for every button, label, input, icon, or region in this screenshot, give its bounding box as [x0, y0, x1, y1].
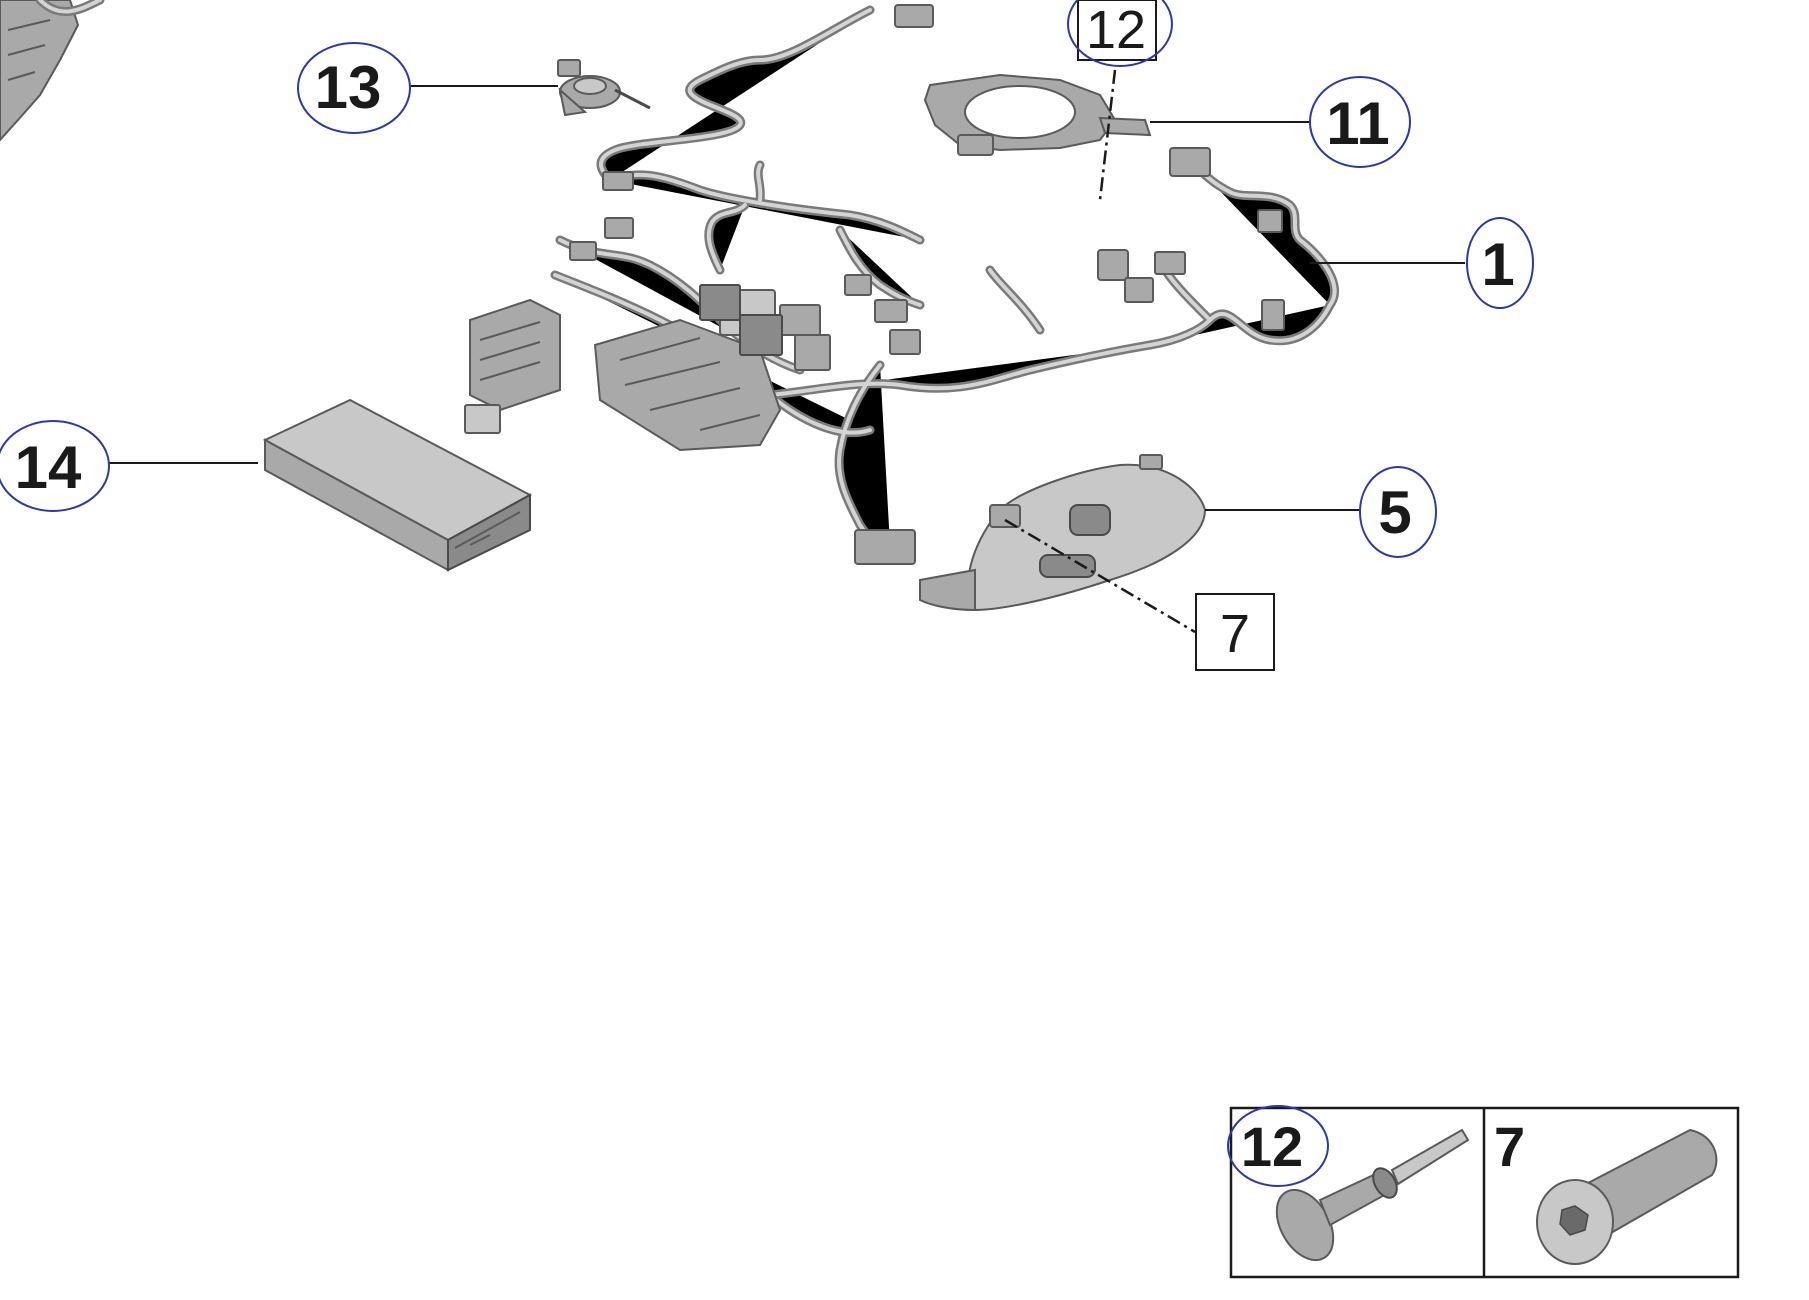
callout-oval: [1067, 0, 1173, 67]
detail-cell-7[interactable]: 7: [1494, 1115, 1718, 1265]
callout-14[interactable]: 14: [0, 420, 110, 512]
callout-oval: [1227, 1105, 1329, 1187]
callout-5[interactable]: 5: [1359, 466, 1437, 558]
callout-box: [1077, 0, 1157, 61]
detail-label-7: 7: [1494, 1115, 1525, 1178]
ring-bracket-part-11: [923, 73, 1152, 156]
seat-frame-fragment: [0, 0, 105, 142]
detail-label-12: 12: [1241, 1115, 1303, 1178]
callout-label: 11: [1326, 90, 1389, 157]
push-pin-fastener: [1275, 1128, 1470, 1262]
callout-13[interactable]: 13: [297, 42, 411, 134]
callout-1[interactable]: 1: [1466, 217, 1534, 309]
wiring-harness: [464, 4, 1335, 565]
callout-oval: [1309, 76, 1411, 168]
callout-box: [1195, 593, 1275, 671]
callout-7[interactable]: 7: [1195, 593, 1275, 671]
callout-12[interactable]: 12: [1067, 0, 1173, 67]
control-module-part-14: [262, 398, 533, 572]
callout-oval: [1466, 217, 1534, 309]
callout-label: 14: [15, 434, 82, 501]
callout-oval: [297, 42, 411, 134]
dashed-leader-7: [1004, 518, 1196, 634]
fastener-detail-panel: 12 7: [1227, 1105, 1740, 1279]
callout-11[interactable]: 11: [1309, 76, 1411, 168]
detail-cell-12[interactable]: 12: [1227, 1105, 1470, 1270]
seat-switch-part-5: [919, 454, 1207, 612]
callout-label: 1: [1481, 231, 1514, 298]
callout-oval: [1359, 466, 1437, 558]
callout-label: 7: [1220, 604, 1250, 664]
dashed-leader-12: [1098, 69, 1117, 201]
leader-lines: [108, 69, 1465, 634]
callout-oval: [0, 420, 110, 512]
callout-label: 12: [1086, 0, 1146, 60]
torx-bolt-fastener: [1536, 1128, 1718, 1265]
callout-label: 5: [1378, 479, 1411, 546]
sensor-part-13: [557, 59, 651, 117]
callout-label: 13: [315, 54, 382, 121]
